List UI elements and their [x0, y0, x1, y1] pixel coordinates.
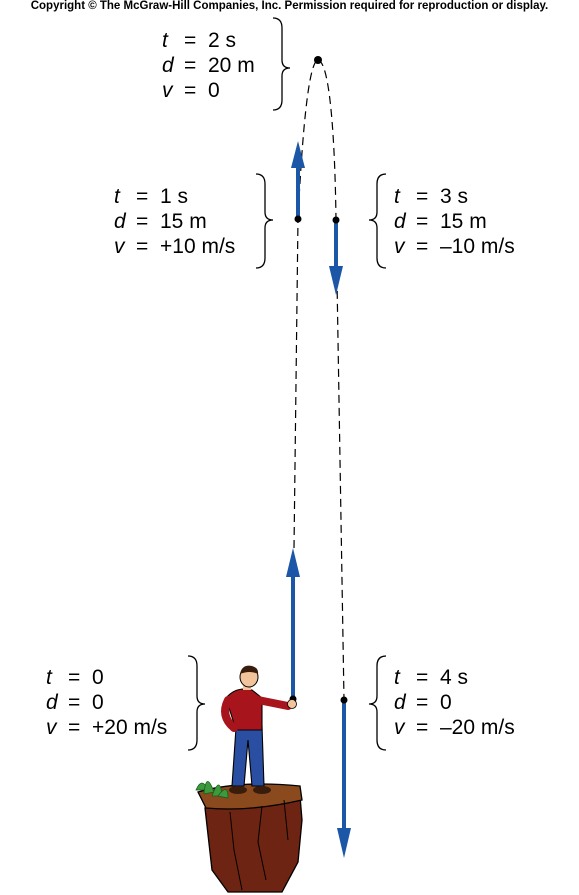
state-t4-distance-row: d = 0 — [394, 690, 515, 715]
grass-illustration — [195, 781, 229, 799]
brace-t1 — [255, 173, 274, 269]
state-label-t0: t = 0 d = 0 v = +20 m/s — [46, 665, 167, 740]
trajectory-down-path — [317, 59, 345, 701]
brace-t4 — [368, 655, 387, 751]
equals-sign: = — [136, 210, 149, 233]
brace-t2 — [272, 17, 291, 111]
state-t2-time: 2 s — [208, 29, 237, 52]
state-t4-time: 4 s — [440, 666, 469, 689]
var-d: d — [394, 691, 406, 714]
state-t1-velocity-row: v = +10 m/s — [114, 234, 235, 259]
state-t0-time: 0 — [92, 666, 104, 689]
state-label-t3: t = 3 s d = 15 m v = –10 m/s — [394, 184, 515, 259]
cliff-illustration — [197, 783, 303, 893]
velocity-arrow-t3 — [329, 222, 343, 295]
state-t1-time-row: t = 1 s — [114, 184, 235, 209]
equals-sign: = — [68, 691, 81, 714]
person-illustration — [221, 665, 297, 794]
var-v: v — [162, 79, 173, 102]
brace-t3 — [368, 173, 387, 269]
equals-sign: = — [416, 666, 429, 689]
var-v: v — [394, 716, 405, 739]
var-v: v — [46, 716, 57, 739]
equals-sign: = — [68, 666, 81, 689]
copyright-notice: Copyright © The McGraw-Hill Companies, I… — [30, 0, 549, 12]
var-d: d — [162, 54, 174, 77]
brace-t0 — [187, 655, 206, 751]
state-t3-distance-row: d = 15 m — [394, 209, 515, 234]
state-t2-velocity: 0 — [208, 79, 220, 102]
equals-sign: = — [416, 235, 429, 258]
state-t0-distance: 0 — [92, 691, 104, 714]
velocity-arrow-t0 — [286, 548, 300, 700]
var-t: t — [46, 666, 52, 689]
state-t2-time-row: t = 2 s — [162, 28, 255, 53]
state-t1-time: 1 s — [160, 185, 189, 208]
equals-sign: = — [184, 54, 197, 77]
state-t1-distance: 15 m — [160, 210, 207, 233]
equals-sign: = — [68, 716, 81, 739]
state-label-t1: t = 1 s d = 15 m v = +10 m/s — [114, 184, 235, 259]
var-v: v — [114, 235, 125, 258]
position-dot-t1 — [294, 215, 302, 223]
state-t4-velocity-row: v = –20 m/s — [394, 715, 515, 740]
position-dot-t3 — [332, 216, 340, 224]
var-d: d — [394, 210, 406, 233]
state-label-t4: t = 4 s d = 0 v = –20 m/s — [394, 665, 515, 740]
equals-sign: = — [416, 210, 429, 233]
equals-sign: = — [416, 185, 429, 208]
var-t: t — [394, 185, 400, 208]
state-t3-time: 3 s — [440, 185, 469, 208]
var-d: d — [46, 691, 58, 714]
state-t1-distance-row: d = 15 m — [114, 209, 235, 234]
velocity-arrow-t1 — [291, 141, 305, 220]
state-t3-velocity: –10 m/s — [440, 235, 515, 258]
state-t4-velocity: –20 m/s — [440, 716, 515, 739]
state-t3-time-row: t = 3 s — [394, 184, 515, 209]
var-t: t — [114, 185, 120, 208]
state-t0-velocity: +20 m/s — [92, 716, 168, 739]
velocity-arrow-t4 — [337, 700, 351, 858]
var-t: t — [162, 29, 168, 52]
state-t0-time-row: t = 0 — [46, 665, 167, 690]
equals-sign: = — [416, 716, 429, 739]
state-t1-velocity: +10 m/s — [160, 235, 236, 258]
state-t4-distance: 0 — [440, 691, 452, 714]
equals-sign: = — [184, 79, 197, 102]
state-t0-distance-row: d = 0 — [46, 690, 167, 715]
state-t4-time-row: t = 4 s — [394, 665, 515, 690]
equals-sign: = — [136, 185, 149, 208]
position-dot-t2 — [314, 56, 322, 64]
state-t3-velocity-row: v = –10 m/s — [394, 234, 515, 259]
equals-sign: = — [184, 29, 197, 52]
state-t2-distance: 20 m — [208, 54, 255, 77]
equals-sign: = — [136, 235, 149, 258]
var-v: v — [394, 235, 405, 258]
position-dot-t4 — [340, 696, 348, 704]
state-t0-velocity-row: v = +20 m/s — [46, 715, 167, 740]
state-t2-distance-row: d = 20 m — [162, 53, 255, 78]
state-label-t2: t = 2 s d = 20 m v = 0 — [162, 28, 255, 103]
var-d: d — [114, 210, 126, 233]
equals-sign: = — [416, 691, 429, 714]
state-t2-velocity-row: v = 0 — [162, 78, 255, 103]
trajectory-up-path — [293, 59, 319, 549]
state-t3-distance: 15 m — [440, 210, 487, 233]
var-t: t — [394, 666, 400, 689]
